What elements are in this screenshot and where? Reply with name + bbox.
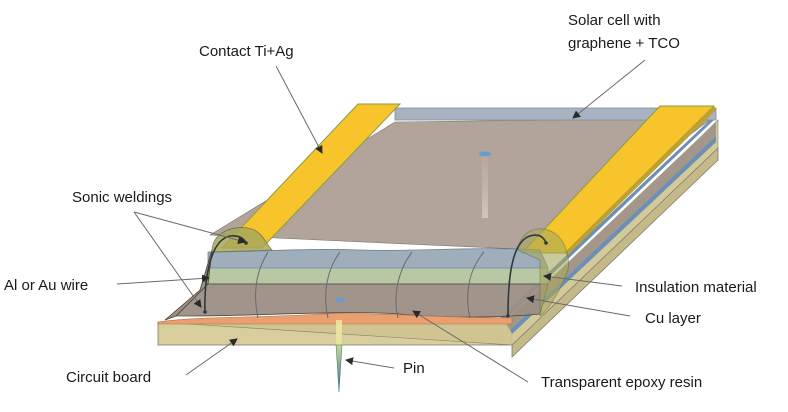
label-epoxy: Transparent epoxy resin	[541, 374, 702, 391]
label-wire: Al or Au wire	[4, 277, 88, 294]
epoxy-encapsulation	[157, 248, 549, 325]
label-contact: Contact Ti+Ag	[199, 43, 294, 60]
bond-wire-right	[506, 234, 548, 318]
sonic-welding-right	[517, 228, 569, 317]
leader-lines	[116, 59, 646, 383]
center-marker	[479, 151, 491, 157]
solar-cell-top-surface	[209, 107, 717, 251]
label-pin: Pin	[403, 360, 425, 377]
label-sonic-weldings: Sonic weldings	[72, 189, 172, 206]
label-insulation: Insulation material	[635, 279, 757, 296]
label-cu-layer: Cu layer	[645, 310, 701, 327]
label-solar-cell-line2: graphene + TCO	[568, 35, 680, 52]
pin	[335, 320, 343, 393]
label-circuit-board: Circuit board	[66, 369, 151, 386]
label-solar-cell-line1: Solar cell with	[568, 12, 661, 29]
